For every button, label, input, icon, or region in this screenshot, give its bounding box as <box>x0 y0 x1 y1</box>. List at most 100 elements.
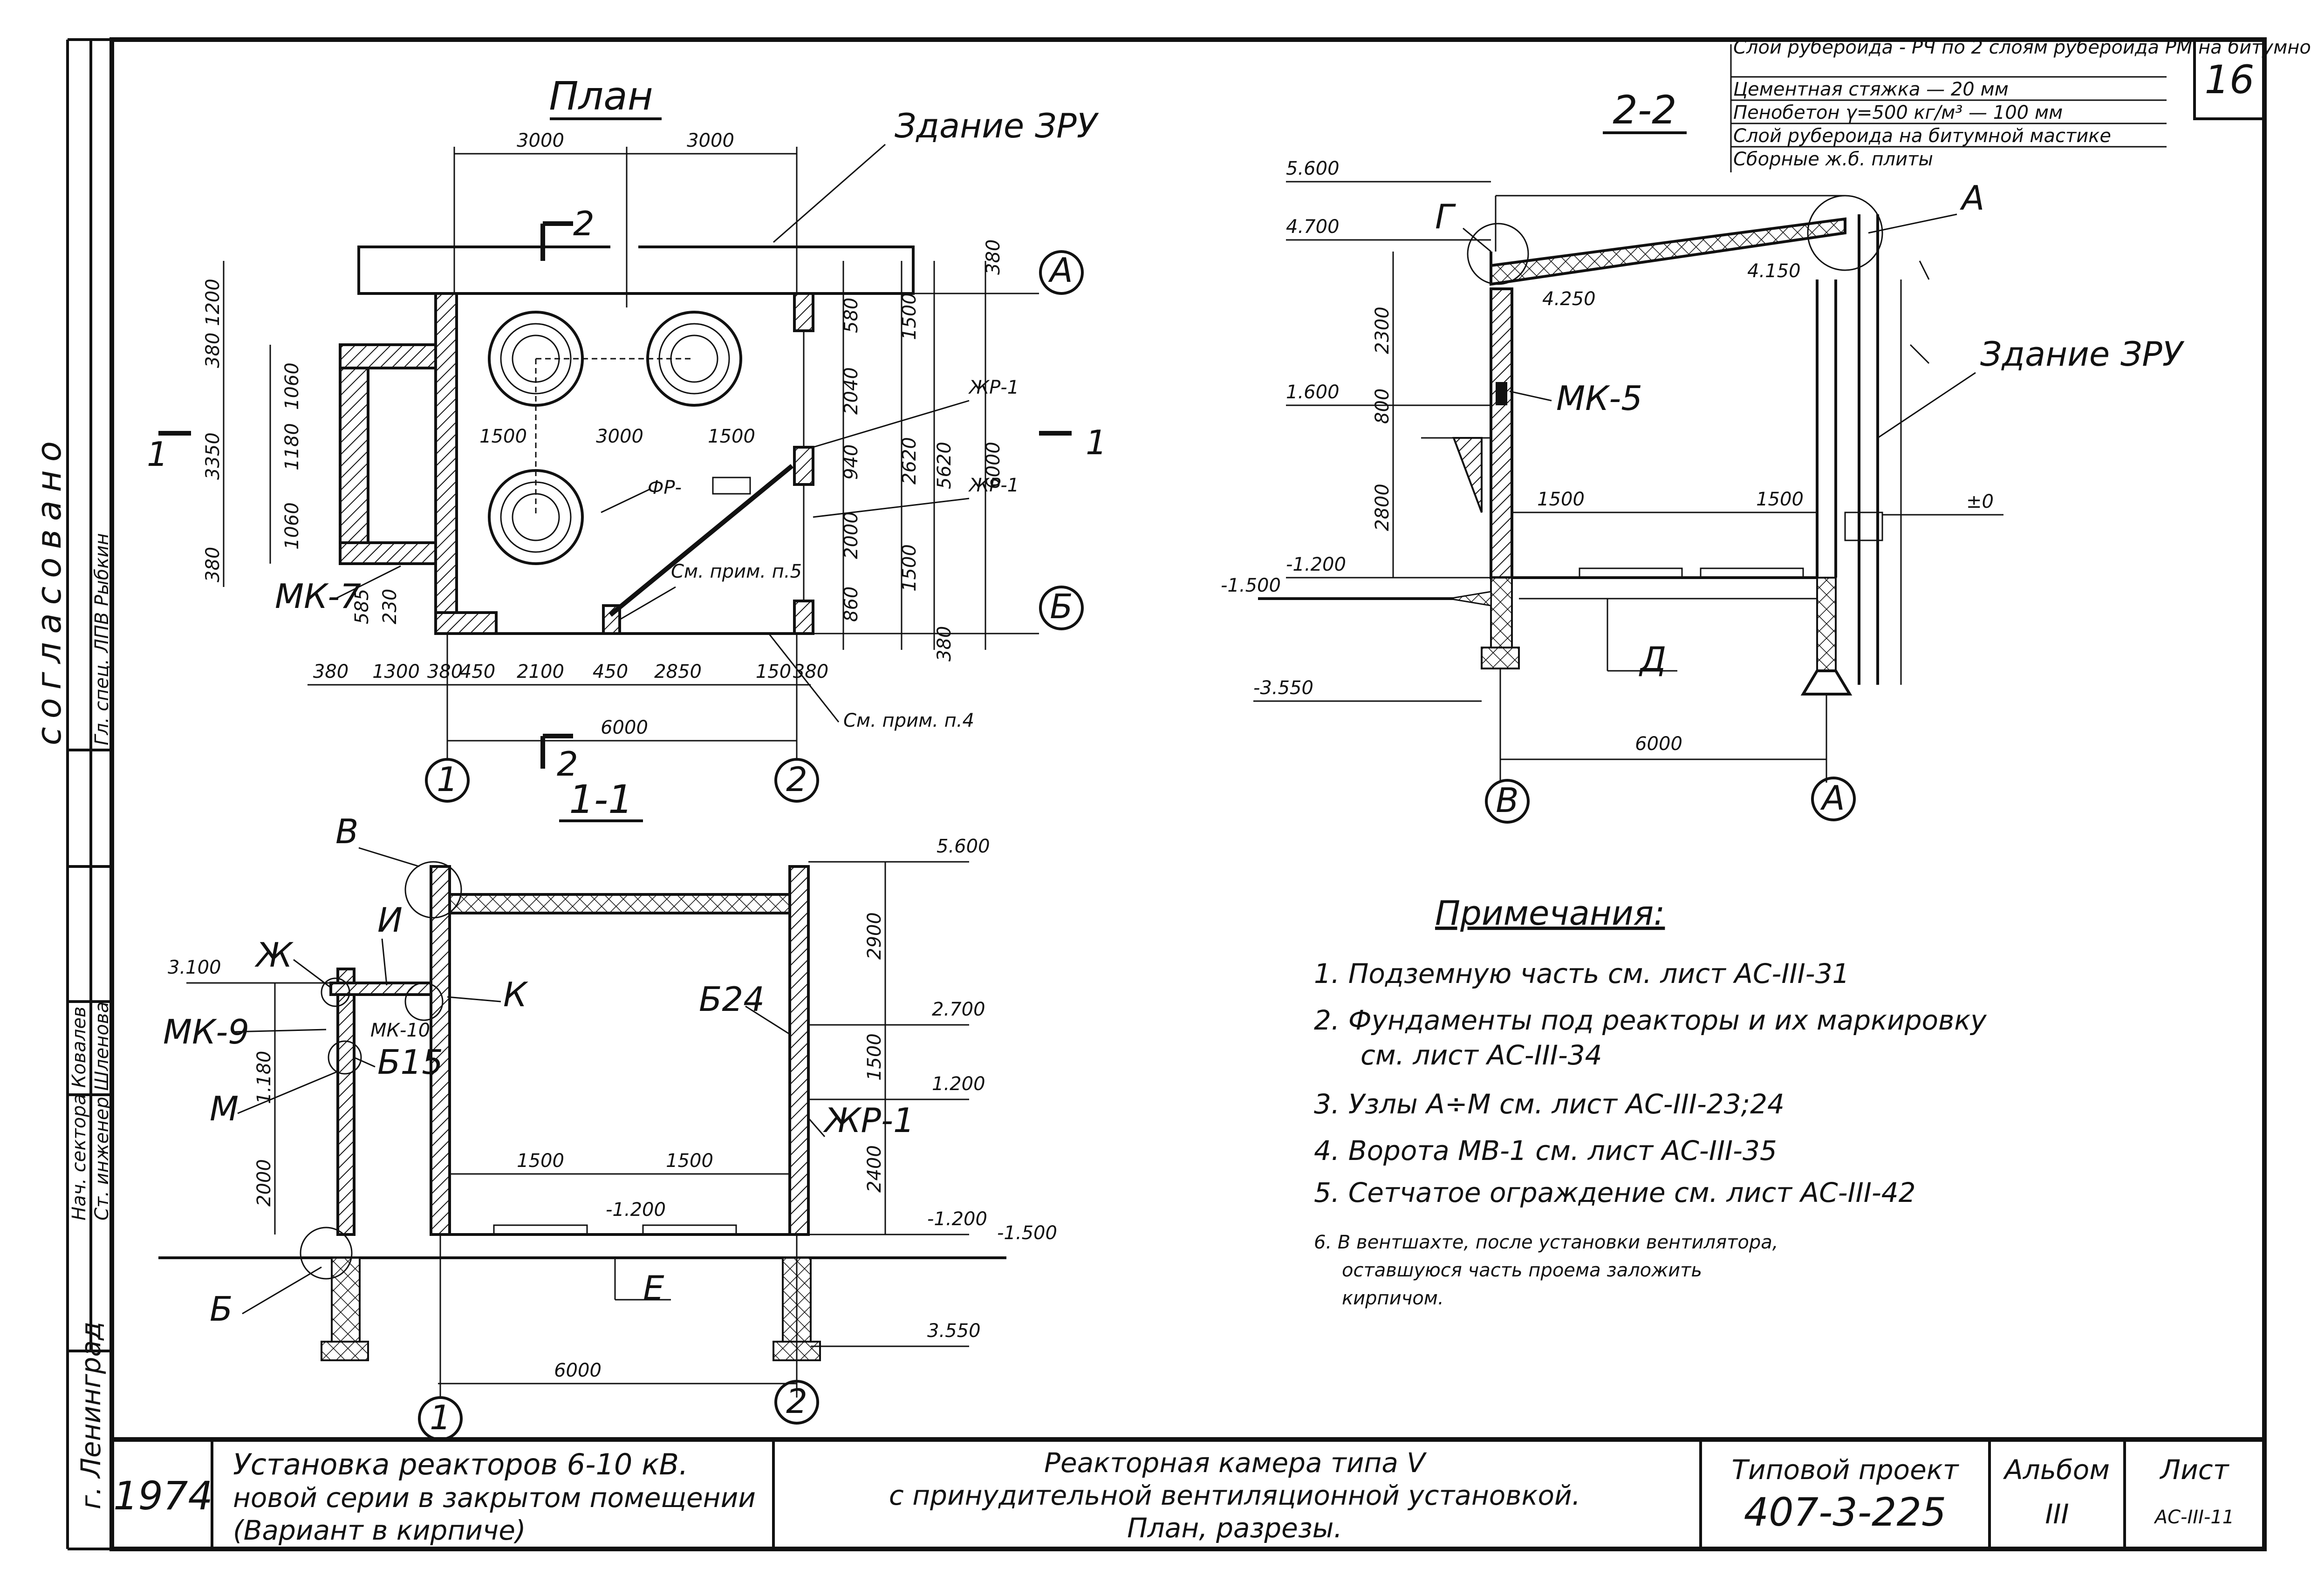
stamp-row-2: Нач. сектора Ковалев <box>68 1006 90 1221</box>
s22-level-m1200: -1.200 <box>1286 554 1346 575</box>
stamp-row-1: Гл. спец. ЛПВ Рыбкин <box>91 533 113 745</box>
plan-note-p4: См. прим. п.4 <box>843 710 974 731</box>
s11-label-zhr1: ЖР-1 <box>823 1101 915 1140</box>
tb-sheet-2: с принудительной вентиляционной установк… <box>889 1480 1580 1511</box>
s11-level-3550: 3.550 <box>927 1320 981 1342</box>
s11-label-m: М <box>210 1089 239 1128</box>
s22-dim-v-1: 2300 <box>1372 307 1393 354</box>
tb-project-3: (Вариант в кирпиче) <box>233 1514 526 1546</box>
tb-typ-label: Типовой проект <box>1731 1454 1959 1486</box>
plan-dim-right-7: 380 <box>934 626 955 662</box>
s11-level-5600: 5.600 <box>937 836 990 857</box>
s11-level-2700: 2.700 <box>932 999 985 1020</box>
s11-level-m1200-in: -1.200 <box>606 1199 666 1221</box>
s22-level-m1500: -1.500 <box>1221 575 1281 596</box>
s22-axis-v: В <box>1496 781 1518 820</box>
plan-dim-center-1: 1500 <box>479 426 527 447</box>
s22-level-4250: 4.250 <box>1542 288 1596 310</box>
plan-label-mk7: МК-7 <box>275 577 361 616</box>
s22-dim-h-3: 6000 <box>1635 733 1682 755</box>
layer-2: Цементная стяжка — 20 мм <box>1733 79 2009 100</box>
plan-dim-top-2: 3000 <box>687 130 734 151</box>
plan-title: План <box>549 73 653 119</box>
note-2: 2. Фундаменты под реакторы и их маркиров… <box>1314 1004 1987 1036</box>
note-6b: оставшуюся часть проема заложить <box>1342 1260 1702 1281</box>
s22-dim-h-1: 1500 <box>1537 489 1585 510</box>
stamp-row-3: Ст. инженер Шленова <box>91 1002 113 1221</box>
plan-dim-bottom-2: 1300 <box>372 661 420 682</box>
plan-dim-bottom-1: 380 <box>313 661 349 682</box>
plan-axis-1: 1 <box>437 760 458 799</box>
tb-album-value: III <box>2045 1498 2069 1530</box>
s11-level-3100: 3.100 <box>168 957 221 978</box>
s22-dim-v-2: 800 <box>1372 389 1393 424</box>
notes: Примечания: 1. Подземную часть см. лист … <box>1314 893 1987 1309</box>
s11-dim-v-4: 1.180 <box>253 1050 275 1104</box>
tb-year: 1974 <box>113 1473 213 1519</box>
s11-level-m1500: -1.500 <box>997 1222 1057 1244</box>
s11-dim-v-5: 2000 <box>253 1159 275 1207</box>
plan-dim-right3-1: 5620 <box>934 442 955 489</box>
plan-dim-left-1: 1200 <box>202 279 224 326</box>
s11-dim-h-1: 1500 <box>517 1150 564 1172</box>
plan-dim-left-inner-3: 1060 <box>281 502 303 550</box>
s11-label-mk10: МК-10 <box>370 1020 430 1041</box>
plan-dim-top-1: 3000 <box>517 130 564 151</box>
note-2b: см. лист АС-III-34 <box>1361 1039 1602 1071</box>
s22-label-mk5: МК-5 <box>1556 379 1642 418</box>
s11-axis-1: 1 <box>430 1398 451 1437</box>
tb-project-2: новой серии в закрытом помещении <box>233 1482 756 1514</box>
plan-dim-left-3: 3350 <box>202 432 224 480</box>
notes-title: Примечания: <box>1435 893 1665 933</box>
plan-dim-left-4: 380 <box>202 547 224 582</box>
s22-dim-h-2: 1500 <box>1756 489 1804 510</box>
s11-label-zh: Ж <box>254 935 294 975</box>
plan-dim-right2-1: 1500 <box>899 293 920 340</box>
plan-note-p5: См. прим. п.5 <box>671 561 802 582</box>
note-1: 1. Подземную часть см. лист АС-III-31 <box>1314 958 1849 989</box>
plan-dim-6000: 6000 <box>601 717 648 738</box>
s22-level-4150: 4.150 <box>1747 260 1801 282</box>
s11-dim-h-3: 6000 <box>554 1360 602 1381</box>
s22-level-5600: 5.600 <box>1286 158 1340 179</box>
plan-dim-bottom-7: 2850 <box>654 661 702 682</box>
plan-dim-center-3: 1500 <box>708 426 755 447</box>
plan-dim-right-4: 940 <box>841 444 862 480</box>
frame <box>66 37 2267 1551</box>
tb-list-value: АС-III-11 <box>2154 1507 2234 1528</box>
s11-dim-v-1: 2900 <box>864 912 885 960</box>
plan-dim-small-2: 230 <box>379 589 401 624</box>
note-4: 4. Ворота МВ-1 см. лист АС-III-35 <box>1314 1135 1777 1166</box>
plan-dim-left-inner-1: 1060 <box>281 362 303 410</box>
plan-dim-left-2: 380 <box>202 333 224 368</box>
plan-dim-right-6: 860 <box>841 587 862 622</box>
plan-cut-2-top: 2 <box>573 204 595 243</box>
section11-title: 1-1 <box>569 777 633 822</box>
s11-level-m1200: -1.200 <box>927 1208 987 1230</box>
s11-level-1200: 1.200 <box>932 1073 985 1095</box>
note-5: 5. Сетчатое ограждение см. лист АС-III-4… <box>1314 1177 1916 1208</box>
s22-label-d: Д <box>1639 640 1666 679</box>
plan-cut-2-bottom: 2 <box>557 744 578 784</box>
side-stamp: согласовано Гл. спец. ЛПВ Рыбкин Нач. се… <box>29 40 113 1509</box>
plan-dim-right3-2: 6000 <box>983 442 1004 489</box>
tb-sheet-1: Реакторная камера типа V <box>1044 1447 1427 1479</box>
plan-cut-1-left: 1 <box>147 435 168 474</box>
plan-dim-small-1: 585 <box>351 589 373 624</box>
s11-label-i: И <box>377 900 403 940</box>
plan-dim-bottom-8: 150 <box>756 661 791 682</box>
section-2-2: 2-2 Слой рубероида - РЧ по 2 слоям рубер… <box>1221 37 2311 824</box>
plan-dim-bottom-5: 2100 <box>517 661 564 682</box>
plan-dim-right-3: 2040 <box>841 367 862 415</box>
stamp-soglasovano: согласовано <box>29 433 68 745</box>
plan-building-label: Здание ЗРУ <box>895 106 1099 145</box>
s11-label-b15: Б15 <box>377 1043 443 1082</box>
tb-list-label: Лист <box>2160 1454 2230 1486</box>
plan-label-zhr1-a: ЖР-1 <box>968 377 1019 398</box>
s22-label-building: Здание ЗРУ <box>1980 334 2185 374</box>
tb-album-label: Альбом <box>2003 1454 2110 1486</box>
s11-dim-h-2: 1500 <box>666 1150 713 1172</box>
note-6: 6. В вентшахте, после установки вентилят… <box>1314 1232 1778 1253</box>
tb-project-1: Установка реакторов 6-10 кВ. <box>233 1447 688 1481</box>
plan-label-fr: ФР- <box>648 477 682 498</box>
